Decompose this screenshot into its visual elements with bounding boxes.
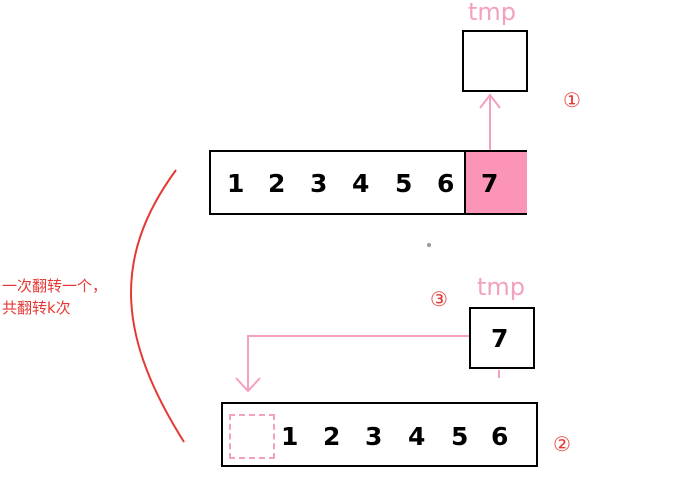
bottom-array-item-2: 2	[323, 422, 341, 451]
top-array-item-6: 6	[437, 169, 455, 198]
left-brace	[130, 169, 185, 443]
step-marker-1: ①	[563, 88, 581, 112]
top-array-item-7: 7	[481, 169, 499, 198]
step-marker-2: ②	[553, 432, 571, 456]
bottom-tmp-value: 7	[491, 324, 509, 353]
top-array-item-2: 2	[268, 169, 286, 198]
top-array-item-3: 3	[310, 169, 328, 198]
bottom-array-item-3: 3	[365, 422, 383, 451]
arrow-left-down-head	[235, 377, 261, 393]
top-tmp-box	[462, 30, 528, 92]
bottom-array-item-1: 1	[281, 422, 299, 451]
empty-slot	[229, 414, 275, 459]
bottom-tmp-label: tmp	[477, 273, 526, 301]
top-array-item-1: 1	[227, 169, 245, 198]
stray-dot	[427, 243, 431, 247]
top-array: 1 2 3 4 5 6 7	[209, 150, 527, 215]
step-marker-3: ③	[430, 287, 448, 311]
top-array-item-4: 4	[352, 169, 370, 198]
top-tmp-label: tmp	[468, 0, 517, 26]
top-array-item-5: 5	[395, 169, 413, 198]
arrow-left-down-line	[247, 335, 469, 390]
bottom-tmp-box: 7	[469, 307, 535, 369]
side-note-line-2: 共翻转k次	[2, 298, 71, 317]
bottom-array-item-4: 4	[408, 422, 426, 451]
side-note-line-1: 一次翻转一个，	[2, 277, 108, 295]
top-array-highlight-cell	[464, 152, 527, 213]
arrow-up-head	[479, 93, 501, 109]
bottom-array-item-6: 6	[491, 422, 509, 451]
bottom-array: 1 2 3 4 5 6	[221, 402, 538, 467]
bottom-array-item-5: 5	[451, 422, 469, 451]
side-note: 一次翻转一个， 共翻转k次	[2, 276, 107, 320]
